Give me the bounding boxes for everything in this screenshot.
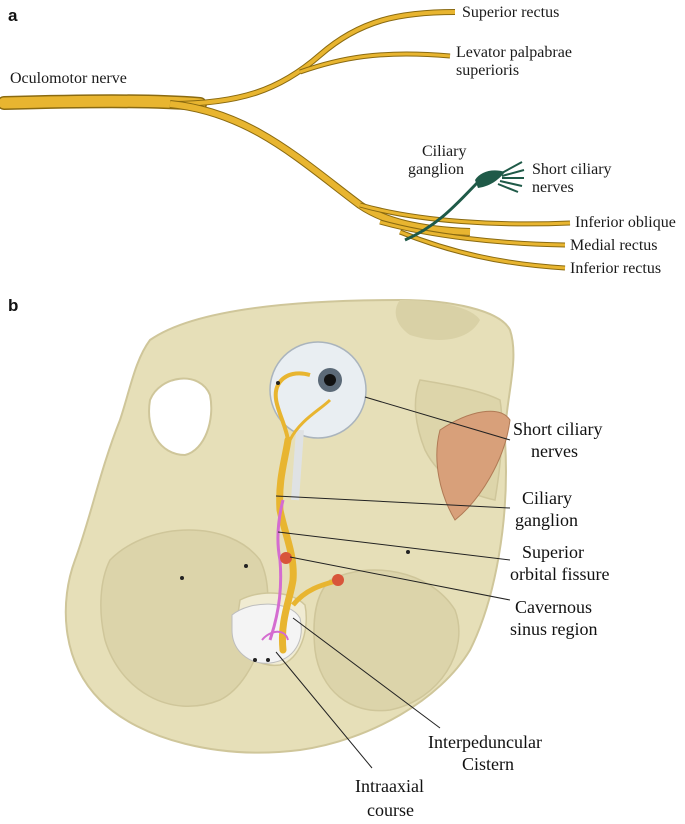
red-marker-2 — [332, 574, 344, 586]
label-levator-2: superioris — [456, 62, 520, 79]
label-inferior-oblique: Inferior oblique — [575, 214, 676, 231]
pink-structure — [268, 499, 285, 641]
label-interpeduncular-2: Cistern — [462, 754, 514, 774]
leader-lines — [275, 396, 511, 769]
ganglion-root — [404, 178, 482, 242]
label-superior-orbital-2: orbital fissure — [510, 564, 610, 584]
panel-a-letter: a — [8, 6, 18, 25]
eye-globe — [269, 341, 367, 439]
label-interpeduncular-1: Interpeduncular — [428, 732, 542, 752]
label-oculomotor-nerve: Oculomotor nerve — [10, 70, 127, 87]
temporal-muscle — [436, 410, 511, 521]
red-marker-1 — [280, 552, 292, 564]
brainstem — [231, 603, 302, 664]
panel-b-letter: b — [8, 296, 19, 315]
label-ciliary-ganglion-a-2: ganglion — [408, 161, 464, 178]
label-short-ciliary-b-2: nerves — [531, 441, 578, 461]
label-intraaxial-2: course — [367, 800, 414, 820]
label-ciliary-ganglion-b-2: ganglion — [515, 510, 578, 530]
label-short-ciliary-b-1: Short ciliary — [513, 419, 603, 439]
label-superior-orbital-1: Superior — [522, 542, 584, 562]
label-short-ciliary-a-1: Short ciliary — [532, 161, 612, 178]
label-inferior-rectus: Inferior rectus — [570, 260, 662, 277]
label-medial-rectus: Medial rectus — [570, 237, 658, 254]
label-ciliary-ganglion-a-1: Ciliary — [422, 143, 467, 160]
label-cavernous-2: sinus region — [510, 619, 598, 639]
label-levator-1: Levator palpabrae — [456, 44, 572, 61]
label-cavernous-1: Cavernous — [515, 597, 592, 617]
ciliary-ganglion — [475, 170, 505, 188]
label-short-ciliary-a-2: nerves — [532, 179, 574, 196]
oculomotor-nerve-b — [276, 436, 297, 654]
short-ciliary-nerves-a — [497, 161, 525, 193]
panel-a-diagram — [0, 9, 571, 271]
label-intraaxial-1: Intraaxial — [355, 776, 424, 796]
label-superior-rectus: Superior rectus — [462, 4, 560, 21]
label-ciliary-ganglion-b-1: Ciliary — [522, 488, 572, 508]
